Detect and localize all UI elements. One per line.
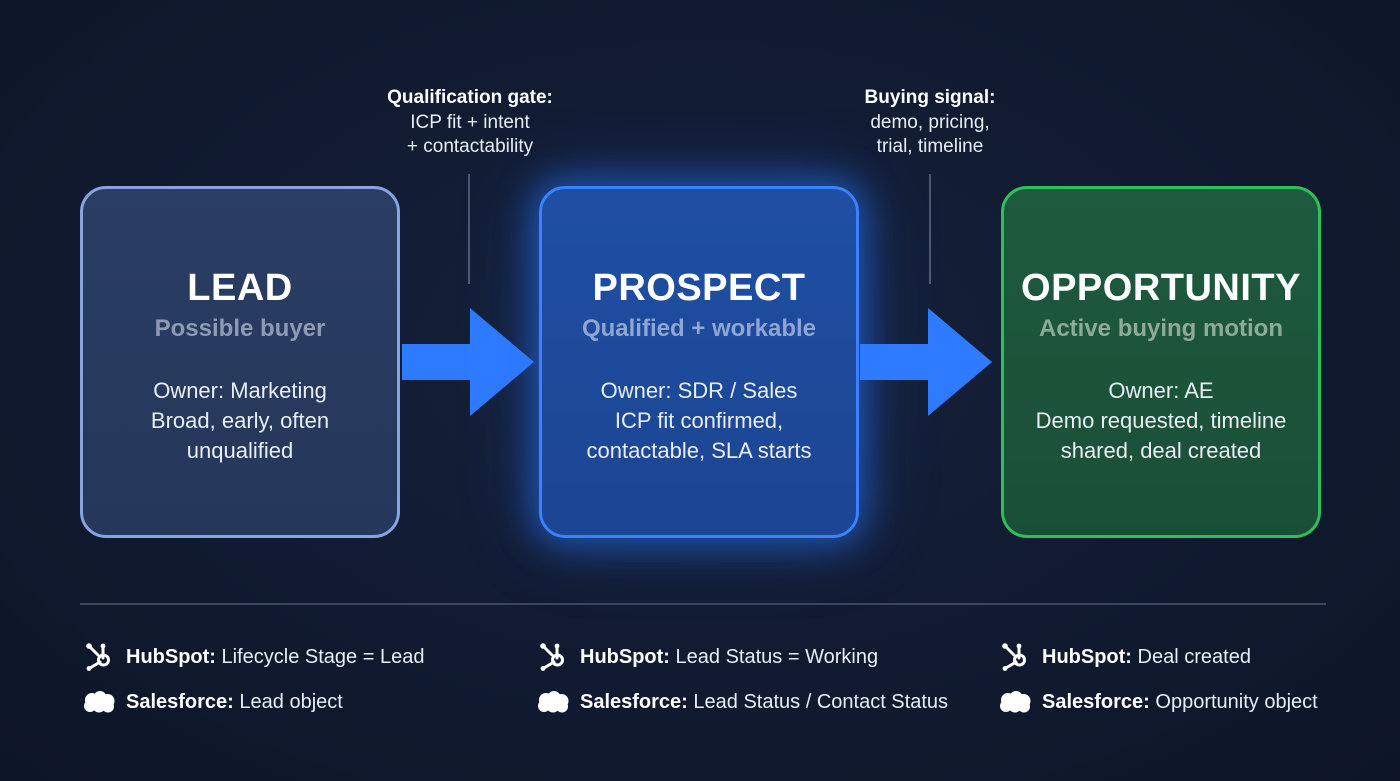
- stage-line: ICP fit confirmed,: [614, 408, 784, 433]
- buying-signal-note: Buying signal: demo, pricing, trial, tim…: [830, 86, 1030, 160]
- crm-mapping-hubspot-prospect: HubSpot: Lead Status = Working: [536, 641, 878, 673]
- stage-line: Owner: SDR / Sales: [600, 378, 798, 403]
- stage-line: Demo requested, timeline: [1035, 408, 1287, 433]
- gate-divider-line: [468, 174, 470, 284]
- stage-card-opportunity: OPPORTUNITY Active buying motion Owner: …: [1001, 186, 1321, 538]
- stage-subtitle: Qualified + workable: [581, 315, 817, 342]
- crm-value: Lifecycle Stage = Lead: [215, 645, 425, 668]
- stage-subtitle: Active buying motion: [1038, 315, 1283, 342]
- stage-line: shared, deal created: [1060, 438, 1262, 463]
- stage-line: contactable, SLA starts: [586, 438, 812, 463]
- gate-title: Qualification gate:: [387, 87, 553, 108]
- crm-name: HubSpot:: [126, 645, 216, 668]
- stage-description: Owner: Marketing Broad, early, often unq…: [83, 376, 397, 466]
- crm-mapping-hubspot-opportunity: HubSpot: Deal created: [998, 641, 1251, 673]
- salesforce-cloud-icon: [536, 686, 570, 718]
- stage-description: Owner: SDR / Sales ICP fit confirmed, co…: [542, 376, 856, 466]
- crm-name: Salesforce:: [580, 690, 688, 713]
- gate-line: trial, timeline: [876, 136, 984, 157]
- crm-name: Salesforce:: [126, 690, 234, 713]
- crm-mapping-hubspot-lead: HubSpot: Lifecycle Stage = Lead: [82, 641, 424, 673]
- stage-line: Owner: Marketing: [153, 378, 327, 403]
- gate-line: ICP fit + intent: [410, 111, 530, 133]
- gate-line: demo, pricing,: [870, 111, 990, 133]
- stage-card-prospect: PROSPECT Qualified + workable Owner: SDR…: [539, 186, 859, 538]
- crm-value: Lead object: [233, 690, 343, 713]
- stage-title: LEAD: [187, 267, 293, 309]
- crm-name: Salesforce:: [1042, 690, 1150, 713]
- stage-description: Owner: AE Demo requested, timeline share…: [1004, 376, 1318, 466]
- crm-name: HubSpot:: [580, 645, 670, 668]
- hubspot-icon: [82, 641, 116, 673]
- crm-mapping-salesforce-lead: Salesforce: Lead object: [82, 686, 343, 718]
- crm-value: Opportunity object: [1149, 690, 1318, 713]
- stage-title: PROSPECT: [592, 267, 806, 309]
- stage-line: Broad, early, often: [150, 408, 330, 433]
- crm-value: Lead Status / Contact Status: [687, 690, 948, 713]
- section-divider: [80, 603, 1326, 605]
- gate-divider-line: [929, 174, 931, 284]
- crm-mapping-salesforce-opportunity: Salesforce: Opportunity object: [998, 686, 1318, 718]
- crm-mapping-salesforce-prospect: Salesforce: Lead Status / Contact Status: [536, 686, 948, 718]
- salesforce-cloud-icon: [82, 686, 116, 718]
- gate-line: + contactability: [406, 136, 534, 157]
- hubspot-icon: [998, 641, 1032, 673]
- gate-title: Buying signal:: [864, 87, 996, 108]
- stage-line: Owner: AE: [1108, 378, 1214, 403]
- stage-card-lead: LEAD Possible buyer Owner: Marketing Bro…: [80, 186, 400, 538]
- stage-line: unqualified: [186, 438, 294, 463]
- stage-title: OPPORTUNITY: [1021, 267, 1301, 309]
- crm-value: Lead Status = Working: [669, 645, 879, 668]
- crm-value: Deal created: [1131, 645, 1251, 668]
- qualification-gate-note: Qualification gate: ICP fit + intent + c…: [365, 86, 575, 160]
- crm-name: HubSpot:: [1042, 645, 1132, 668]
- salesforce-cloud-icon: [998, 686, 1032, 718]
- stage-subtitle: Possible buyer: [154, 315, 326, 342]
- arrow-right-icon: [402, 308, 534, 416]
- arrow-right-icon: [860, 308, 992, 416]
- hubspot-icon: [536, 641, 570, 673]
